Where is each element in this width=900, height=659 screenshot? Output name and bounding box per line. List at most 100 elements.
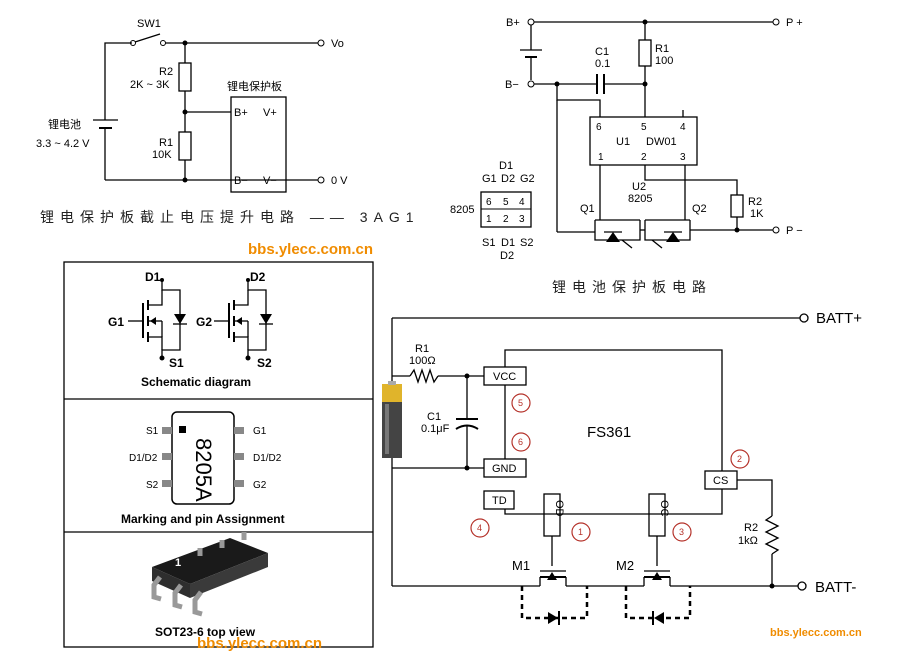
d1-label: D1 xyxy=(145,270,161,284)
chip-top-label: D1 xyxy=(499,160,513,172)
u1-name: U1 xyxy=(616,136,630,148)
output-label: Vo xyxy=(331,38,344,50)
r1-name: R1 xyxy=(159,137,173,149)
u2-part: 8205 xyxy=(628,193,652,205)
u1-pin6: 6 xyxy=(596,122,602,133)
c1-name: C1 xyxy=(427,411,441,423)
s2-label: S2 xyxy=(257,356,272,370)
chip-row2-pin-1: 1 xyxy=(486,214,492,225)
chip-8205-pinout: D1 G1 D2 G2 6 5 4 1 2 3 8205 S1 D1 S2 D2 xyxy=(450,160,535,262)
chip-bottom-label: D2 xyxy=(500,250,514,262)
r1-value: 10K xyxy=(152,149,172,161)
u1-pin3: 3 xyxy=(680,152,686,163)
left-pin-1: S1 xyxy=(146,426,159,437)
d2-label: D2 xyxy=(250,270,266,284)
datasheet-watermark: bbs.ylecc.com.cn xyxy=(197,635,322,652)
pin-bplus: B+ xyxy=(234,107,248,119)
right-pin-3: G2 xyxy=(253,480,267,491)
r2-value: 1kΩ xyxy=(738,535,758,547)
switch-label: SW1 xyxy=(137,18,161,30)
protection-board-circuit: B+ P + B− C1 0.1 R1 100 6 5 4 U1 DW01 1 … xyxy=(450,17,803,295)
marker-3: 3 xyxy=(679,527,684,537)
datasheet-panel: D1 D2 G1 G2 S1 S2 xyxy=(63,261,374,652)
fs361-circuit: BATT+ R1 100Ω C1 0.1μF VCC GND TD CS xyxy=(382,310,862,639)
m2-label: M2 xyxy=(616,558,634,573)
g2-label: G2 xyxy=(196,315,212,329)
mosfet-schematic: D1 D2 G1 G2 S1 S2 xyxy=(108,270,273,389)
chip-row1-pin-3: 4 xyxy=(519,197,525,208)
vcc-pin: VCC xyxy=(493,371,516,383)
chip-top-pin-3: G2 xyxy=(520,173,535,185)
q2-label: Q2 xyxy=(692,203,707,215)
od-pin: OD xyxy=(553,500,565,517)
oc-pin: OC xyxy=(658,500,670,517)
bplus-label: B+ xyxy=(506,17,520,29)
m1-label: M1 xyxy=(512,558,530,573)
battery-voltage: 3.3 ~ 4.2 V xyxy=(36,138,90,150)
chip-row2-pin-2: 2 xyxy=(503,214,509,225)
u1-pin4: 4 xyxy=(680,122,686,133)
circuit3-watermark: bbs.ylecc.com.cn xyxy=(770,627,862,639)
pin-vplus: V+ xyxy=(263,107,277,119)
c1-name: C1 xyxy=(595,46,609,58)
chip-row1-pin-1: 6 xyxy=(486,197,492,208)
cutoff-voltage-circuit: SW1 Vo 锂电池 3.3 ~ 4.2 V 0 V R2 2K ~ 3K R1… xyxy=(36,18,414,225)
circuit2-caption: 锂电池保护板电路 xyxy=(552,279,712,295)
gnd-pin: GND xyxy=(492,463,517,475)
ground-label: 0 V xyxy=(331,175,348,187)
marking-caption: Marking and pin Assignment xyxy=(121,512,285,526)
schematic-caption: Schematic diagram xyxy=(141,375,251,389)
chip-top-pin-2: D2 xyxy=(501,173,515,185)
r1-name: R1 xyxy=(415,343,429,355)
marker-5: 5 xyxy=(518,398,523,408)
s1-label: S1 xyxy=(169,356,184,370)
pin-bminus: B− xyxy=(234,175,248,187)
marker-2: 2 xyxy=(737,454,742,464)
right-pin-1: G1 xyxy=(253,426,267,437)
sot23-package: 1 SOT23-6 top view xyxy=(151,532,268,639)
g1-label: G1 xyxy=(108,315,124,329)
batt-minus-label: BATT- xyxy=(815,579,856,596)
chip-bottom-pin-3: S2 xyxy=(520,237,533,249)
marker-4: 4 xyxy=(477,523,482,533)
m1-mosfet xyxy=(539,570,567,586)
r1-name: R1 xyxy=(655,43,669,55)
protection-board-label: 锂电保护板 xyxy=(227,79,282,93)
u1-pin5: 5 xyxy=(641,122,647,133)
u1-part: DW01 xyxy=(646,136,677,148)
u1-pin1: 1 xyxy=(598,152,604,163)
pminus-label: P − xyxy=(786,225,803,237)
c1-value: 0.1μF xyxy=(421,423,450,435)
cs-pin: CS xyxy=(713,475,728,487)
left-pin-2: D1/D2 xyxy=(129,453,158,464)
batt-plus-label: BATT+ xyxy=(816,310,862,327)
r2-name: R2 xyxy=(159,66,173,78)
battery-cell xyxy=(382,381,402,458)
chip-row1-pin-2: 5 xyxy=(503,197,509,208)
r1-value: 100Ω xyxy=(409,355,436,367)
battery-name: 锂电池 xyxy=(48,117,81,131)
left-pin-3: S2 xyxy=(146,480,159,491)
package-pin1: 1 xyxy=(175,557,181,569)
pplus-label: P + xyxy=(786,17,803,29)
marking-pinout: 8205A S1 D1/D2 S2 G1 D1/D2 G2 Marking an… xyxy=(121,411,285,526)
r2-name: R2 xyxy=(748,196,762,208)
c1-value: 0.1 xyxy=(595,58,610,70)
r2-value: 2K ~ 3K xyxy=(130,79,170,91)
ic-name: FS361 xyxy=(587,424,631,441)
chip-label: 8205 xyxy=(450,204,474,216)
pin-vminus: V− xyxy=(263,175,277,187)
u2-name: U2 xyxy=(632,181,646,193)
chip-bottom-pin-2: D1 xyxy=(501,237,515,249)
q1-mosfet xyxy=(594,219,641,249)
r2-value: 1K xyxy=(750,208,764,220)
chip-row2-pin-3: 3 xyxy=(519,214,525,225)
q1-label: Q1 xyxy=(580,203,595,215)
marker-6: 6 xyxy=(518,437,523,447)
package-caption: SOT23-6 top view xyxy=(155,625,256,639)
right-pin-2: D1/D2 xyxy=(253,453,282,464)
bminus-label: B− xyxy=(505,79,519,91)
chip-part-marking: 8205A xyxy=(191,438,216,502)
marker-1: 1 xyxy=(578,527,583,537)
